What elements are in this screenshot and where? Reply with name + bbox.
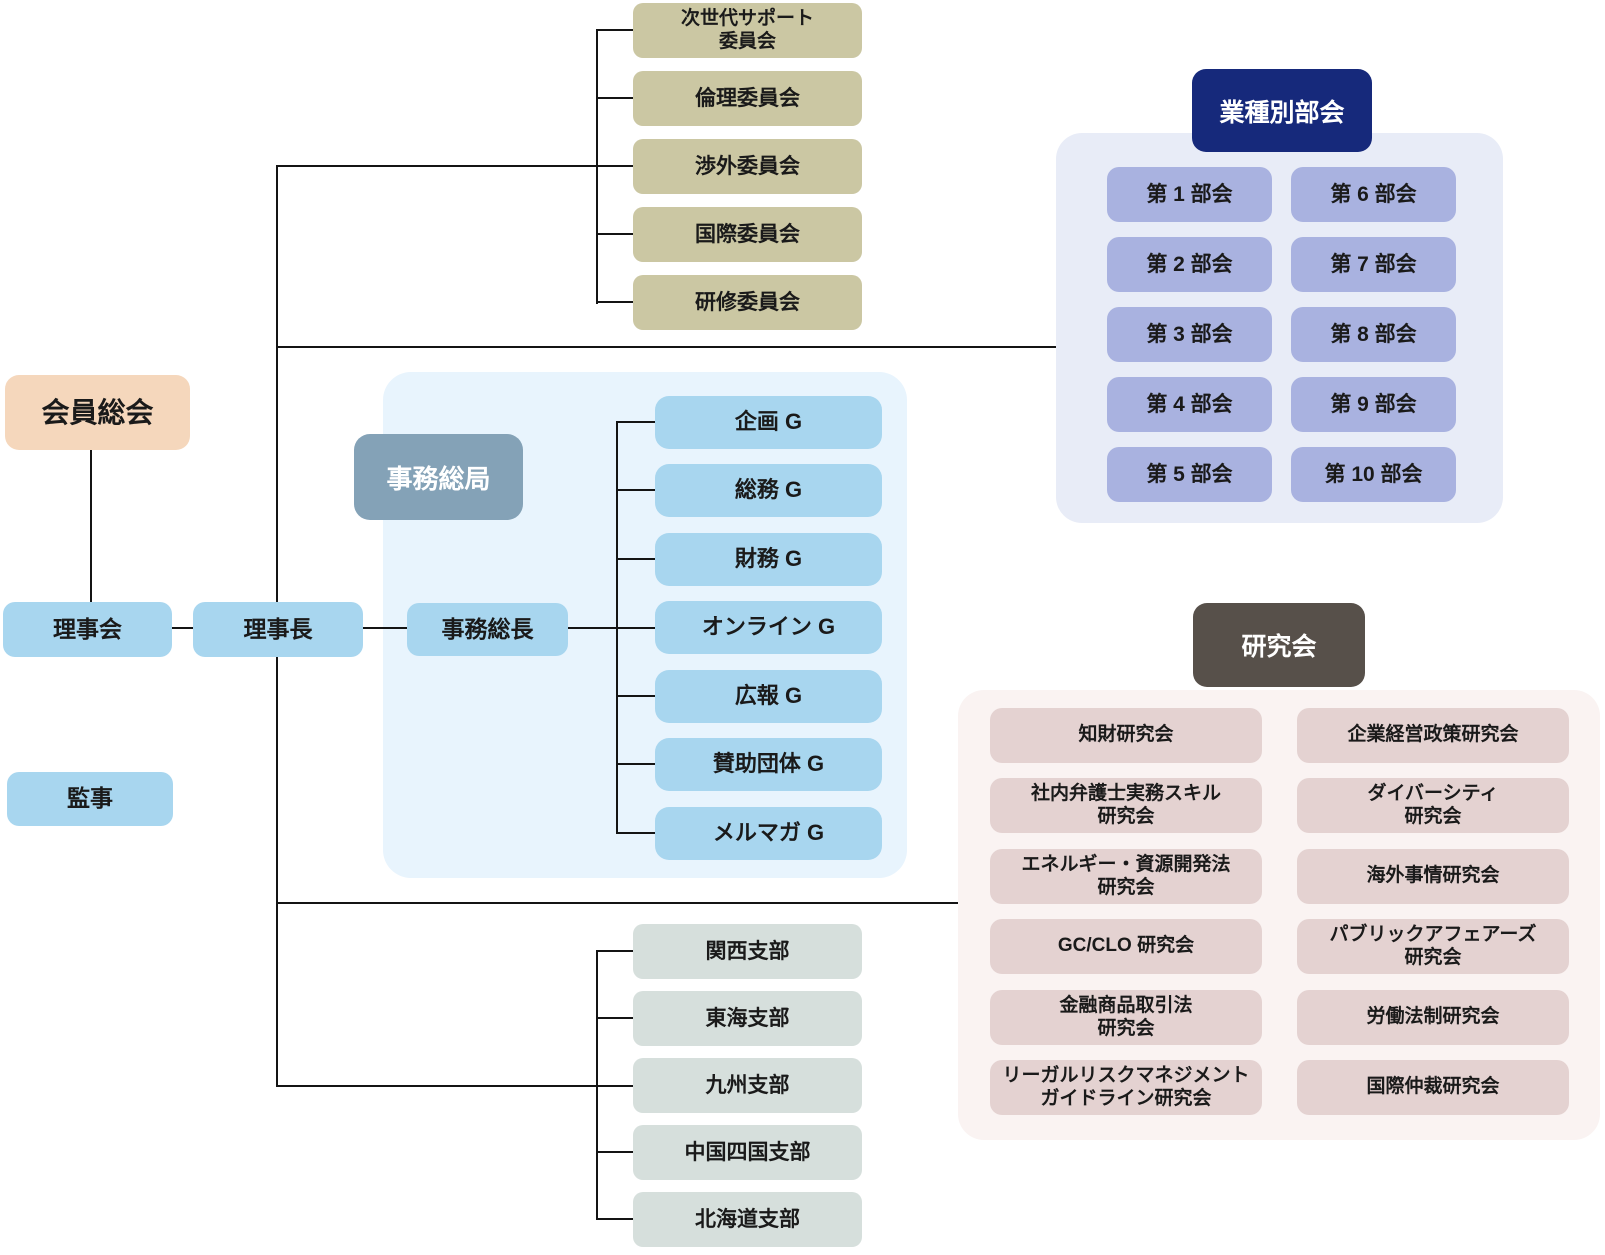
study-labor-law: 労働法制研究会	[1297, 990, 1569, 1045]
connector-line	[616, 489, 655, 491]
node-secretary-general: 事務総長	[407, 603, 568, 656]
node-board: 理事会	[3, 602, 172, 657]
branch-tokai: 東海支部	[633, 991, 862, 1046]
section-8: 第 8 部会	[1291, 307, 1456, 362]
connector-line	[616, 695, 655, 697]
connector-line	[596, 951, 598, 1220]
section-10: 第 10 部会	[1291, 447, 1456, 502]
study-legal-risk-management: リーガルリスクマネジメント ガイドライン研究会	[990, 1060, 1262, 1115]
group-planning: 企画 G	[655, 396, 882, 449]
connector-line	[596, 301, 633, 303]
connector-line	[616, 763, 655, 765]
connector-line	[276, 1085, 633, 1087]
study-corporate-policy: 企業経営政策研究会	[1297, 708, 1569, 763]
group-supporting-organizations: 賛助団体 G	[655, 738, 882, 791]
group-finance: 財務 G	[655, 533, 882, 586]
connector-line	[616, 421, 655, 423]
section-1: 第 1 部会	[1107, 167, 1272, 222]
study-international-arbitration: 国際仲裁研究会	[1297, 1060, 1569, 1115]
connector-line	[596, 950, 633, 952]
section-5: 第 5 部会	[1107, 447, 1272, 502]
connector-line	[568, 627, 655, 629]
study-inhouse-lawyer-skills: 社内弁護士実務スキル 研究会	[990, 778, 1262, 833]
group-pr: 広報 G	[655, 670, 882, 723]
section-2: 第 2 部会	[1107, 237, 1272, 292]
node-president: 理事長	[193, 602, 363, 657]
study-financial-instruments-law: 金融商品取引法 研究会	[990, 990, 1262, 1045]
branch-hokkaido: 北海道支部	[633, 1192, 862, 1247]
connector-line	[596, 1218, 633, 1220]
connector-line	[596, 1017, 633, 1019]
connector-line	[363, 627, 407, 629]
section-7: 第 7 部会	[1291, 237, 1456, 292]
committee-international: 国際委員会	[633, 207, 862, 262]
connector-line	[276, 902, 958, 904]
connector-line	[276, 165, 633, 167]
committee-external-affairs: 渉外委員会	[633, 139, 862, 194]
study-groups-header: 研究会	[1193, 603, 1365, 687]
node-general-meeting: 会員総会	[5, 375, 190, 450]
connector-line	[596, 29, 633, 31]
industry-sections-header: 業種別部会	[1192, 69, 1372, 152]
connector-line	[596, 233, 633, 235]
connector-line	[596, 1151, 633, 1153]
node-auditor: 監事	[7, 772, 173, 826]
connector-line	[596, 30, 598, 304]
committee-training: 研修委員会	[633, 275, 862, 330]
branch-kansai: 関西支部	[633, 924, 862, 979]
connector-line	[616, 422, 618, 834]
connector-line	[616, 558, 655, 560]
committee-ethics: 倫理委員会	[633, 71, 862, 126]
section-4: 第 4 部会	[1107, 377, 1272, 432]
study-gc-clo: GC/CLO 研究会	[990, 919, 1262, 974]
connector-line	[90, 450, 92, 602]
study-diversity: ダイバーシティ 研究会	[1297, 778, 1569, 833]
connector-line	[616, 832, 655, 834]
secretariat-header: 事務総局	[354, 434, 523, 520]
connector-line	[276, 346, 1056, 348]
study-energy-resource-law: エネルギー・資源開発法 研究会	[990, 849, 1262, 904]
study-overseas-affairs: 海外事情研究会	[1297, 849, 1569, 904]
study-ip: 知財研究会	[990, 708, 1262, 763]
branch-kyushu: 九州支部	[633, 1058, 862, 1113]
group-online: オンライン G	[655, 601, 882, 654]
group-newsletter: メルマガ G	[655, 807, 882, 860]
connector-line	[172, 627, 193, 629]
study-public-affairs: パブリックアフェアーズ 研究会	[1297, 919, 1569, 974]
group-general-affairs: 総務 G	[655, 464, 882, 517]
section-6: 第 6 部会	[1291, 167, 1456, 222]
branch-chugoku-shikoku: 中国四国支部	[633, 1125, 862, 1180]
section-3: 第 3 部会	[1107, 307, 1272, 362]
connector-line	[596, 97, 633, 99]
section-9: 第 9 部会	[1291, 377, 1456, 432]
committee-next-generation-support: 次世代サポート 委員会	[633, 3, 862, 58]
